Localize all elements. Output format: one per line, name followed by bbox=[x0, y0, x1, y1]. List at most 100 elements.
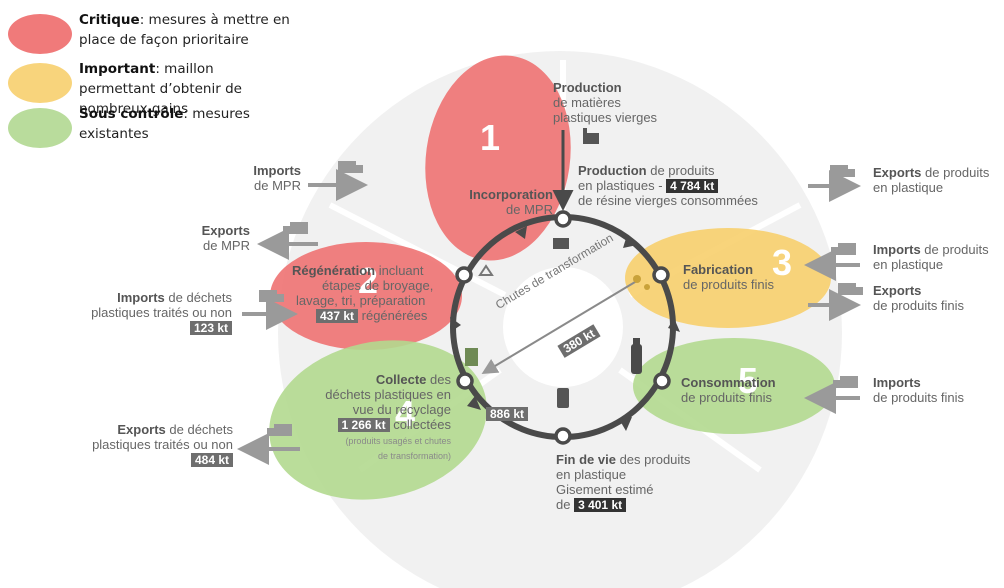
collecte-title: Collecte bbox=[375, 372, 427, 387]
legend-controle-text: : mesures existantes bbox=[79, 106, 250, 142]
production-produits-text2: en plastiques - bbox=[578, 178, 667, 193]
regeneration-text2: étapes de broyage, bbox=[322, 278, 434, 293]
production-line2: de matières bbox=[553, 95, 621, 110]
fin-de-vie-text4: de bbox=[556, 497, 575, 512]
gisement-badge: 3 401 kt bbox=[574, 498, 627, 512]
fin-de-vie-text2: en plastique bbox=[556, 467, 627, 482]
imports-produits-finis-label: Imports de produits finis bbox=[873, 375, 964, 405]
fin-de-vie-text1: des produits bbox=[615, 452, 691, 467]
bin-icon bbox=[465, 348, 478, 366]
fin-de-vie-label: Fin de vie des produits en plastique Gis… bbox=[556, 452, 690, 512]
exports-dechets-badge: 484 kt bbox=[190, 453, 233, 467]
zone-1-number: 1 bbox=[480, 117, 501, 158]
legend-critique-title: Critique bbox=[79, 12, 140, 28]
consommation-title: Consommation bbox=[681, 375, 776, 390]
collecte-note1: (produits usagés et chutes bbox=[345, 436, 451, 446]
bottle-icon bbox=[631, 338, 642, 374]
exports-produits-plastique-label: Exports de produits en plastique bbox=[873, 165, 989, 195]
exports-dechets-label: Exports de déchets plastiques traités ou… bbox=[68, 422, 233, 467]
exports-produits-plastique-text1: de produits bbox=[921, 165, 990, 180]
fin-de-vie-title: Fin de vie bbox=[556, 452, 616, 467]
legend-controle: Sous contrôle: mesures existantes bbox=[0, 104, 300, 156]
imports-produits-finis-title: Imports bbox=[873, 375, 921, 390]
imports-dechets-text2: plastiques traités ou non bbox=[91, 305, 232, 320]
imports-produits-finis-text: de produits finis bbox=[873, 390, 965, 405]
zone-1-critique bbox=[425, 55, 571, 261]
fabrication-title: Fabrication bbox=[683, 262, 754, 277]
collecte-text4: collectées bbox=[389, 417, 451, 432]
fabrication-text: de produits finis bbox=[683, 277, 775, 292]
exports-dechets-title: Exports bbox=[117, 422, 166, 437]
zone-2-number: 2 bbox=[358, 260, 379, 301]
imports-mpr-label: Imports de MPR bbox=[246, 163, 301, 193]
exports-produits-finis-title: Exports bbox=[873, 283, 922, 298]
imports-produits-plastique-title: Imports bbox=[873, 242, 921, 257]
imports-mpr-title: Imports bbox=[253, 163, 301, 178]
production-label: Production de matières plastiques vierge… bbox=[553, 80, 657, 125]
trash-icon bbox=[557, 388, 569, 408]
legend-important-swatch bbox=[8, 63, 72, 103]
factory-icon-2 bbox=[553, 238, 569, 249]
incorporation-label: Incorporation de MPR bbox=[458, 187, 553, 217]
regeneration-title: Régénération bbox=[292, 263, 376, 278]
regeneration-label: Régénération incluant étapes de broyage,… bbox=[292, 263, 467, 323]
legend-critique: Critique: mesures à mettre en place de f… bbox=[0, 10, 300, 62]
imports-dechets-title: Imports bbox=[117, 290, 165, 305]
collecte-note2: de transformation) bbox=[377, 451, 451, 461]
inner-hub-circle bbox=[503, 267, 623, 387]
imports-produits-plastique-text1: de produits bbox=[920, 242, 989, 257]
resine-badge: 4 784 kt bbox=[666, 179, 719, 193]
production-produits-text1: de produits bbox=[646, 163, 715, 178]
collecte-label: Collecte des déchets plastiques en vue d… bbox=[306, 372, 451, 462]
consommation-text: de produits finis bbox=[681, 390, 773, 405]
zone-5-number: 5 bbox=[738, 360, 759, 401]
production-produits-label: Production de produits en plastiques - 4… bbox=[578, 163, 758, 208]
incorporation-title: Incorporation bbox=[469, 187, 553, 202]
zone-3-number: 3 bbox=[772, 242, 793, 283]
collecte-badge: 1 266 kt bbox=[337, 418, 390, 432]
legend-important-title: Important bbox=[79, 61, 156, 77]
exports-produits-plastique-text2: en plastique bbox=[873, 180, 944, 195]
imports-mpr-text: de MPR bbox=[254, 178, 301, 193]
exports-mpr-text: de MPR bbox=[203, 238, 250, 253]
imports-dechets-badge: 123 kt bbox=[189, 321, 232, 335]
exports-mpr-label: Exports de MPR bbox=[192, 223, 250, 253]
collecte-text1: des bbox=[426, 372, 451, 387]
legend-controle-title: Sous contrôle bbox=[79, 106, 184, 122]
regeneration-text3: lavage, tri, préparation bbox=[296, 293, 426, 308]
imports-produits-plastique-label: Imports de produits en plastique bbox=[873, 242, 989, 272]
fin-de-vie-text3: Gisement estimé bbox=[556, 482, 654, 497]
legend-critique-swatch bbox=[8, 14, 72, 54]
cycle-arrows bbox=[450, 226, 680, 431]
recycle-icon bbox=[478, 264, 494, 276]
flux-886-wrap: 886 kt bbox=[486, 405, 529, 423]
exports-produits-plastique-title: Exports bbox=[873, 165, 922, 180]
regeneration-text1: incluant bbox=[375, 263, 424, 278]
production-title: Production bbox=[553, 80, 622, 95]
regeneration-text4: régénérées bbox=[358, 308, 428, 323]
imports-produits-plastique-text2: en plastique bbox=[873, 257, 944, 272]
regeneration-badge: 437 kt bbox=[316, 309, 359, 323]
truck-icons bbox=[259, 161, 863, 436]
exports-produits-finis-label: Exports de produits finis bbox=[873, 283, 964, 313]
incorporation-text: de MPR bbox=[506, 202, 553, 217]
legend-critique-text: : mesures à mettre en place de façon pri… bbox=[79, 12, 290, 48]
production-produits-text3: de résine vierges consommées bbox=[578, 193, 758, 208]
exports-mpr-title: Exports bbox=[201, 223, 250, 238]
production-produits-title: Production bbox=[578, 163, 647, 178]
legend-important-text: : maillon permettant d’obtenir de nombre… bbox=[79, 61, 242, 117]
factory-icon bbox=[583, 128, 599, 144]
consommation-label: Consommation de produits finis bbox=[681, 375, 776, 405]
zone-4-number: 4 bbox=[395, 393, 416, 434]
flow-arrows bbox=[237, 169, 861, 465]
exports-dechets-text1: de déchets bbox=[165, 422, 233, 437]
exports-produits-finis-text: de produits finis bbox=[873, 298, 965, 313]
production-line3: plastiques vierges bbox=[553, 110, 658, 125]
gear-icon bbox=[633, 275, 650, 290]
exports-dechets-text2: plastiques traités ou non bbox=[92, 437, 233, 452]
imports-dechets-text1: de déchets bbox=[164, 290, 232, 305]
zone-3-important bbox=[625, 228, 831, 328]
legend-controle-swatch bbox=[8, 108, 72, 148]
collecte-text2: déchets plastiques en bbox=[325, 387, 451, 402]
zone-2-critique bbox=[270, 242, 462, 350]
